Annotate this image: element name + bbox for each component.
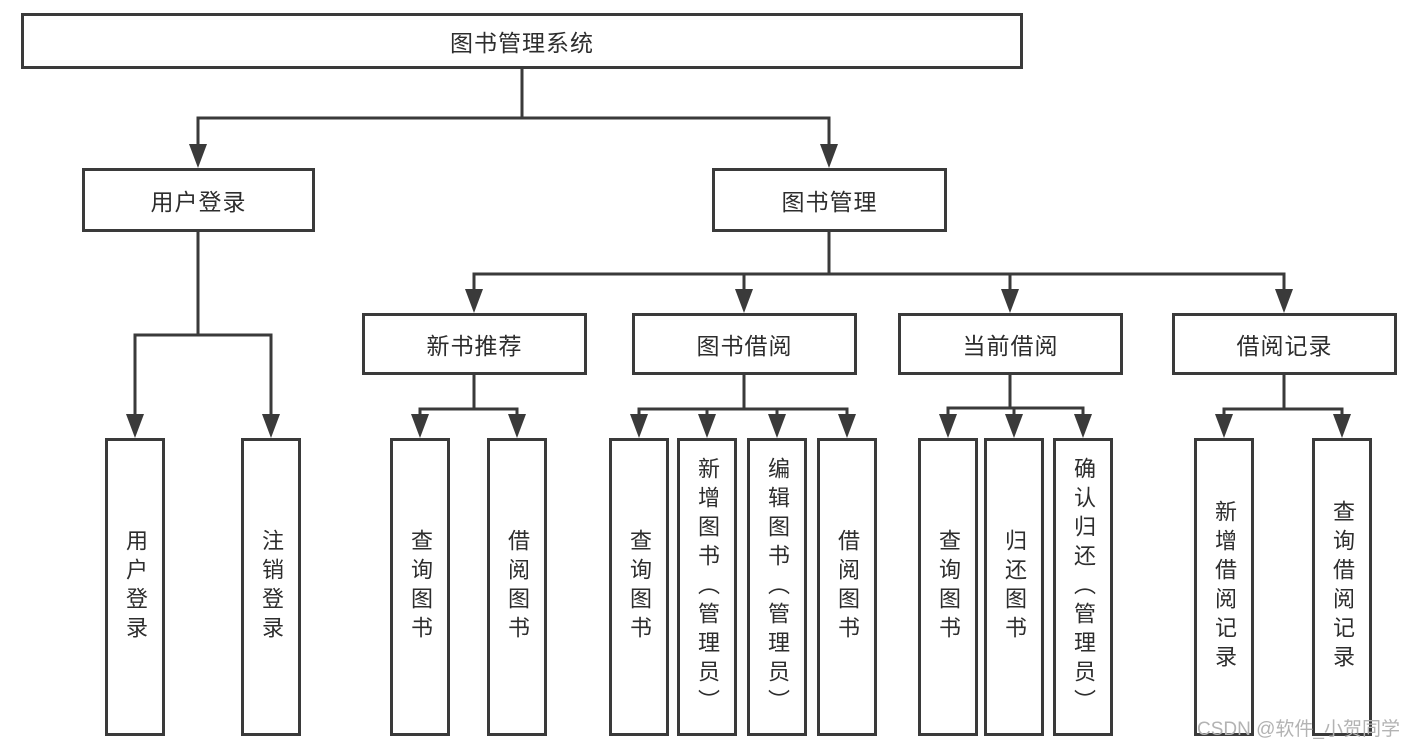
leaf-add-books-admin: 新增图书（管理员） [677,438,737,736]
leaf-query-borrow-record: 查询借阅记录 [1312,438,1372,736]
leaf-borrow-books-newbook: 借阅图书 [487,438,547,736]
leaf-query-books-borrow: 查询图书 [609,438,669,736]
watermark: CSDN @软件_小贺同学 [1197,719,1400,740]
node-new-book-recommend: 新书推荐 [362,313,587,375]
node-book-borrow: 图书借阅 [632,313,857,375]
node-borrow-record: 借阅记录 [1172,313,1397,375]
leaf-query-books-newbook: 查询图书 [390,438,450,736]
leaf-edit-books-admin: 编辑图书（管理员） [747,438,807,736]
leaf-logout: 注销登录 [241,438,301,736]
leaf-confirm-return-admin: 确认归还（管理员） [1053,438,1113,736]
node-current-borrow: 当前借阅 [898,313,1123,375]
leaf-add-borrow-record: 新增借阅记录 [1194,438,1254,736]
node-root-system: 图书管理系统 [21,13,1023,69]
leaf-user-login: 用户登录 [105,438,165,736]
leaf-return-books: 归还图书 [984,438,1044,736]
leaf-borrow-books: 借阅图书 [817,438,877,736]
node-user-login: 用户登录 [82,168,315,232]
node-book-management: 图书管理 [712,168,947,232]
leaf-query-books-current: 查询图书 [918,438,978,736]
